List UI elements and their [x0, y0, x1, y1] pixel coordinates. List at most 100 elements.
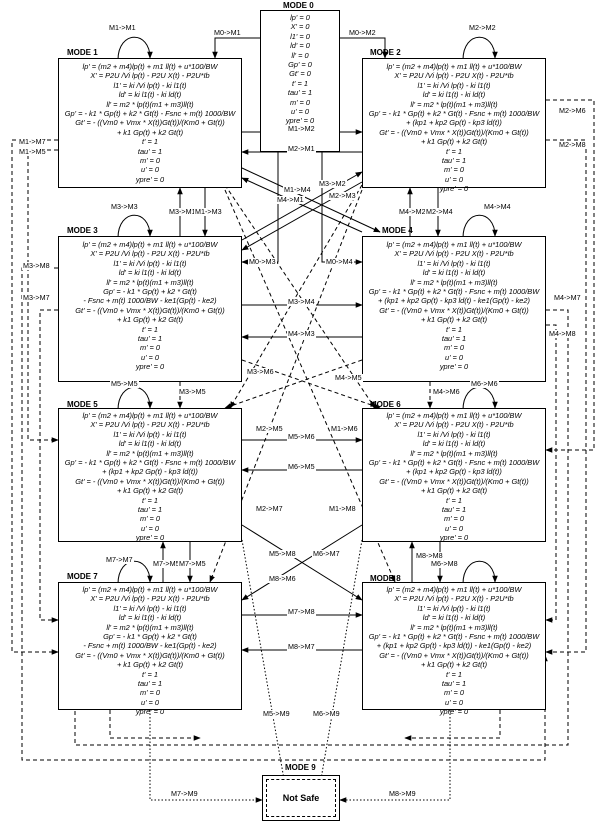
edge-m0-m1 — [212, 37, 260, 59]
label-m1-m1: M1->M1 — [108, 23, 137, 32]
equation-line: Gp' = - k1 * Gp(t) + k2 * Gt(t) - Fsnc +… — [368, 109, 540, 119]
equation-line: m' = 0 — [139, 156, 161, 166]
equation-line: ypre' = 0 — [135, 174, 165, 184]
equation-line: ld' = ki l1(t) - ki ld(t) — [118, 439, 182, 449]
label-m0-m4: M0->M4 — [325, 257, 354, 266]
equation-line: + k1 Gp(t) + k2 Gt(t) — [420, 660, 488, 670]
equation-line: ld' = 0 — [290, 41, 310, 51]
equation-line: u' = 0 — [290, 107, 310, 117]
equation-line: ll' = m2 * lp(t)(m1 + m3)ll(t) — [410, 99, 498, 109]
equation-line: ypre' = 0 — [439, 533, 469, 543]
mode-0-title: MODE 0 — [283, 1, 314, 10]
label-m3-m4: M3->M4 — [287, 297, 316, 306]
label-m2-m2: M2->M2 — [468, 23, 497, 32]
label-m4-m4: M4->M4 — [483, 202, 512, 211]
label-m2-m1: M2->M1 — [287, 144, 316, 153]
equation-line: + k1 Gp(t) + k2 Gt(t) — [116, 486, 184, 496]
equation-line: ypre' = 0 — [135, 707, 165, 717]
equation-line: l1' = ki /Vi lp(t) - ki l1(t) — [417, 429, 491, 439]
equation-line: ld' = ki l1(t) - ki ld(t) — [422, 268, 486, 278]
equation-line: ll' = m2 * lp(t)(m1 + m3)ll(t) — [106, 277, 194, 287]
label-m6-m9: M6->M9 — [312, 709, 341, 718]
equation-line: u' = 0 — [444, 352, 464, 362]
label-m1-m2: M1->M2 — [287, 124, 316, 133]
equation-line: ld' = ki l1(t) - ki ld(t) — [422, 613, 486, 623]
equation-line: ypre' = 0 — [285, 116, 315, 126]
equation-line: lp' = (m2 + m4)lp(t) + m1 ll(t) + u*100/… — [386, 585, 522, 594]
equation-line: Gp' = - k1 * Gp(t) + k2 * Gt(t) - Fsnc +… — [368, 287, 540, 297]
edge-m1-m1 — [117, 36, 153, 61]
edge-m4-m7 — [72, 309, 569, 746]
label-m2-m4: M2->M4 — [425, 207, 454, 216]
equation-line: m' = 0 — [139, 514, 161, 524]
equation-line: + (kp1 + kp2 Gp(t) - kp3 ld(t) - ke1(Gp(… — [378, 296, 530, 306]
equation-line: tau' = 1 — [441, 334, 467, 344]
equation-line: - Fsnc + m(t) 1000/BW - ke1(Gp(t) - ke2) — [83, 296, 217, 306]
equation-line: Gt' = - ((Vm0 + Vmx * X(t))Gt(t))/(Km0 +… — [75, 476, 225, 486]
label-m4-m1: M4->M1 — [276, 195, 305, 204]
equation-line: X' = P2U /Vi lp(t) - P2U X(t) - P2U*Ib — [394, 71, 514, 81]
equation-line: t' = 1 — [446, 669, 462, 679]
label-m8-m7: M8->M7 — [287, 642, 316, 651]
edge-m2-m2 — [462, 36, 498, 61]
equation-line: ll' = m2 * lp(t)(m1 + m3)ll(t) — [410, 622, 498, 632]
equation-line: Gt' = - ((Vm0 + Vmx * X(t))Gt(t))/(Km0 +… — [75, 305, 225, 315]
equation-line: t' = 1 — [446, 324, 462, 334]
edge-m2-m6 — [545, 99, 595, 453]
equation-line: ypre' = 0 — [135, 362, 165, 372]
equation-line: ll' = m2 * lp(t)(m1 + m3)ll(t) — [410, 277, 498, 287]
equation-line: t' = 1 — [142, 669, 158, 679]
label-m3-m8: M3->M8 — [22, 261, 51, 270]
edge-m7-m9 — [149, 710, 263, 803]
edge-m8-m9 — [339, 710, 451, 803]
label-m5-m7: M7->M5 — [178, 559, 207, 568]
edge-m0-m3 — [241, 152, 279, 265]
equation-line: Gt' = - ((Vm0 + Vmx * X(t))Gt(t))/(Km0 +… — [75, 650, 225, 660]
equation-line: m' = 0 — [443, 688, 465, 698]
edge-m4-m5 — [224, 359, 363, 409]
mode-1-box — [58, 58, 242, 188]
equation-line: X' = P2U /Vi lp(t) - P2U X(t) - P2U*Ib — [90, 71, 210, 81]
edge-m1-m7 — [11, 139, 59, 655]
edge-m8-m8 — [462, 560, 498, 585]
label-m2-m6: M2->M6 — [558, 106, 587, 115]
equation-line: m' = 0 — [139, 343, 161, 353]
equation-line: ypre' = 0 — [439, 707, 469, 717]
equation-line: ll' = m2 * lp(t)(m1 + m3)ll(t) — [106, 622, 194, 632]
equation-line: m' = 0 — [443, 165, 465, 175]
label-m4-m5: M4->M5 — [334, 373, 363, 382]
edge-m4-m4 — [462, 214, 498, 239]
equation-line: ll' = m2 * lp(t)(m1 + m3)ll(t) — [410, 448, 498, 458]
label-m8-m6-diag: M8->M6 — [268, 574, 297, 583]
label-m3-m1: M3->M1 — [168, 207, 197, 216]
equation-line: X' = 0 — [290, 22, 310, 32]
equation-line: lp' = (m2 + m4)lp(t) + m1 ll(t) + u*100/… — [82, 62, 218, 71]
equation-line: Gt' = - ((Vm0 + Vmx * X(t))Gt(t))/(Km0 +… — [75, 118, 225, 128]
equation-line: t' = 1 — [292, 78, 308, 88]
mode-9-title: MODE 9 — [285, 763, 316, 772]
label-m8-m9: M8->M9 — [388, 789, 417, 798]
equation-line: l1' = ki /Vi lp(t) - ki l1(t) — [417, 80, 491, 90]
equation-line: Gt' = 0 — [289, 69, 311, 79]
equation-line: lp' = (m2 + m4)lp(t) + m1 ll(t) + u*100/… — [82, 585, 218, 594]
equation-line: Gp' = - k1 * Gp(t) + k2 * Gt(t) - Fsnc +… — [64, 109, 236, 119]
label-m1-m5: M1->M5 — [18, 147, 47, 156]
label-m8-m8: M8->M8 — [415, 551, 444, 560]
edge-m5-m5 — [117, 386, 153, 411]
equation-line: u' = 0 — [140, 523, 160, 533]
label-m3-m7: M3->M7 — [22, 293, 51, 302]
equation-line: ld' = ki l1(t) - ki ld(t) — [118, 268, 182, 278]
label-m4-m3: M4->M3 — [287, 329, 316, 338]
label-m0-m2: M0->M2 — [348, 28, 377, 37]
label-m4-m2: M4->M2 — [398, 207, 427, 216]
edge-m8-bottom — [404, 710, 501, 741]
label-m0-m3: M0->M3 — [248, 257, 277, 266]
edge-m6-m6 — [462, 386, 498, 411]
label-m6-m8: M6->M8 — [430, 559, 459, 568]
equation-line: - Fsnc + m(t) 1000/BW - ke1(Gp(t) - ke2) — [83, 641, 217, 651]
equation-line: tau' = 1 — [137, 146, 163, 156]
equation-line: tau' = 1 — [137, 505, 163, 515]
edge-m7-bottom — [109, 710, 201, 741]
equation-line: X' = P2U /Vi lp(t) - P2U X(t) - P2U*Ib — [90, 594, 210, 604]
